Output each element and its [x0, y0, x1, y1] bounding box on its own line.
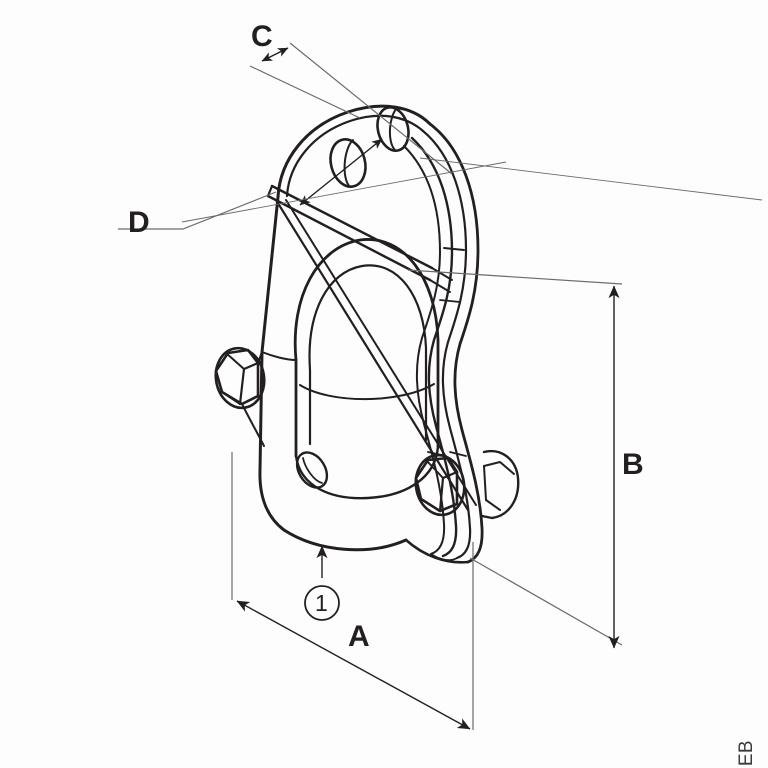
dimension-label-d: D	[128, 206, 150, 239]
part-geometry	[214, 104, 520, 564]
d-dimension-arrow	[299, 138, 383, 206]
d-centerline-right	[419, 157, 763, 201]
callout-1-circle	[304, 585, 340, 621]
b-extension-line-top	[407, 269, 623, 285]
copyright-notice: © GD-VERTRIEB	[736, 740, 758, 768]
b-extension-line-bottom	[469, 557, 623, 646]
c-dimension-arrow	[261, 47, 289, 62]
callout-label-1: 1	[315, 590, 328, 616]
c-extension-line-right	[289, 42, 453, 175]
c-extension-line-left	[249, 65, 361, 119]
d-leader-line	[118, 191, 277, 230]
dimension-label-b: B	[622, 448, 644, 481]
d-centerline-left	[181, 161, 507, 223]
dimension-layer	[118, 42, 763, 730]
dimension-label-c: C	[251, 20, 273, 53]
a-dimension-arrow	[236, 600, 471, 730]
dimension-label-a: A	[348, 620, 370, 653]
